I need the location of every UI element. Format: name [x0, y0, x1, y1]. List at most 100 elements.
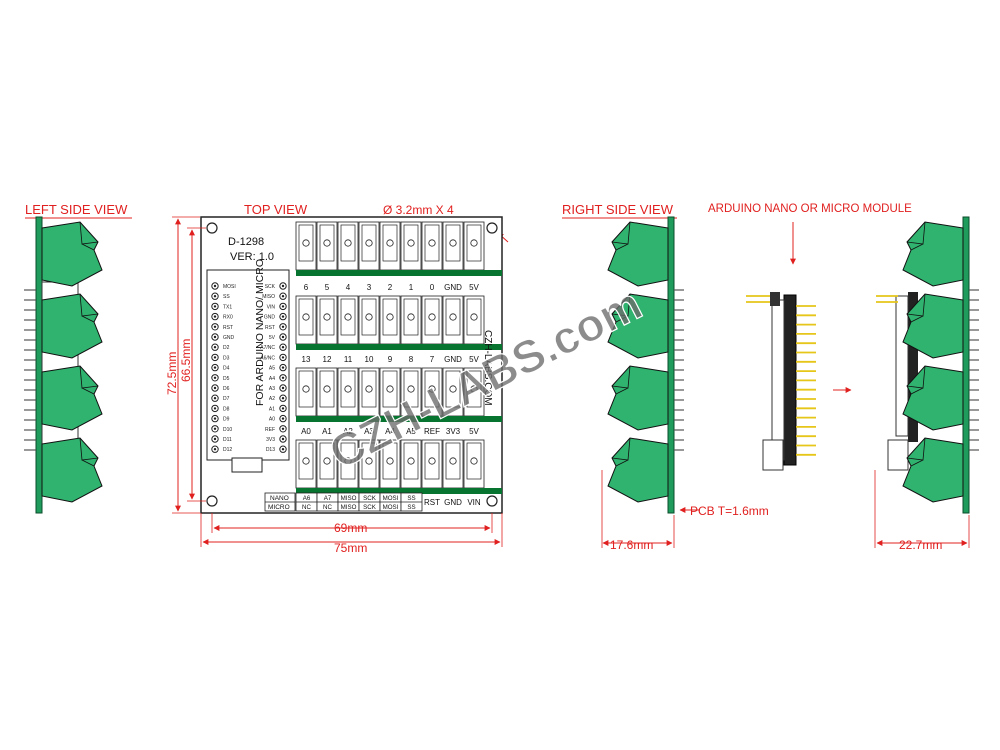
terminal-screw — [344, 457, 352, 465]
dim-width-inner: 69mm — [334, 521, 367, 535]
header-pin-center — [213, 386, 217, 390]
right-side-view: RIGHT SIDE VIEW PCB T=1.6mm 17.6mm — [562, 202, 769, 552]
header-pin-label: GND — [223, 335, 235, 341]
header-pin-center — [213, 376, 217, 379]
terminal-block-side — [41, 293, 103, 359]
module-label: FOR ARDUINO NANO/ MICRO — [254, 259, 266, 406]
terminal-label: A3 — [364, 427, 374, 436]
terminal-screw — [449, 313, 457, 321]
header-pin-center — [213, 295, 217, 298]
terminal-screw — [365, 239, 373, 247]
terminal-label: 7 — [430, 355, 435, 364]
bottom-extra-label: GND — [444, 498, 462, 507]
header-pin-center — [213, 346, 217, 349]
nano-label: NANO — [270, 495, 289, 502]
left-side-view: LEFT SIDE VIEW — [24, 202, 132, 514]
bottom-extra-label: VIN — [467, 498, 481, 507]
terminal-screw — [302, 457, 310, 465]
header-pin-center — [213, 427, 217, 430]
terminal-screw — [470, 239, 478, 247]
module-usb-side — [762, 439, 784, 471]
header-pin-center — [281, 448, 285, 451]
header-pin-label: A2 — [269, 396, 275, 402]
terminal-block-edge — [615, 387, 629, 395]
mount-hole-tr — [486, 222, 498, 234]
terminal-screw — [344, 385, 352, 393]
terminal-label: 11 — [344, 355, 353, 364]
header-pin-center — [281, 366, 285, 369]
terminal-block-edge — [81, 459, 95, 467]
terminal-screw — [302, 239, 310, 247]
header-pin-center — [213, 437, 217, 441]
terminal-block-side — [41, 365, 103, 431]
header-pin-center — [213, 335, 217, 339]
right-header-pins — [674, 289, 684, 451]
header-pin-label: D7 — [223, 396, 230, 402]
assembled-pins — [876, 289, 979, 471]
micro-pin-label: MOSI — [383, 504, 399, 511]
header-pin-center — [213, 397, 217, 400]
left-pcb-edge — [35, 216, 43, 514]
header-pin-center — [213, 356, 217, 359]
terminal-label: 13 — [302, 355, 311, 364]
header-pin-center — [213, 366, 217, 369]
micro-pin-label: NC — [323, 504, 332, 511]
top-view: TOP VIEW Ø 3.2mm X 4 D-1298 VER: 1.0 FOR… — [165, 202, 509, 555]
icsp-header — [770, 292, 780, 306]
header-pin-label: TX1 — [223, 304, 232, 310]
header-pin-center — [281, 284, 285, 288]
terminal-screw — [407, 239, 415, 247]
terminal-label: 1 — [409, 283, 414, 292]
nano-pin-label: MISO — [341, 495, 357, 502]
header-pin-label: D9 — [223, 417, 230, 423]
header-pin-center — [281, 427, 285, 430]
terminal-screw — [302, 385, 310, 393]
terminal-screw — [470, 457, 478, 465]
assembled-terminal-blocks — [902, 221, 964, 503]
terminal-label: 6 — [304, 283, 309, 292]
header-pin-label: VIN — [267, 304, 276, 310]
terminal-screw — [449, 457, 457, 465]
mount-hole-tl — [206, 222, 218, 234]
dim-right-depth: 17.6mm — [610, 538, 653, 552]
assembled-side-view: 22.7mm — [874, 216, 979, 552]
terminal-label: 5V — [469, 355, 479, 364]
header-pin-center — [213, 305, 217, 308]
terminal-screw — [428, 457, 436, 465]
terminal-screw — [386, 313, 394, 321]
assembled-module-body — [908, 292, 918, 442]
module-body-side — [783, 294, 797, 466]
header-pin-label: A1 — [269, 406, 275, 412]
dim-height-inner: 66.5mm — [179, 339, 193, 382]
header-left: MOSISSTX1RX0RSTGNDD2D3D4D5D6D7D8D9D10D11… — [211, 282, 236, 453]
header-pin-label: A5 — [269, 366, 275, 372]
hole-note: Ø 3.2mm X 4 — [383, 203, 454, 217]
terminal-block-side — [607, 293, 669, 359]
header-pin-label: RST — [265, 325, 275, 331]
terminal-strip — [296, 416, 502, 422]
usb-connector — [231, 457, 263, 473]
terminal-screw — [428, 239, 436, 247]
terminal-block-edge — [615, 315, 629, 323]
terminal-strip — [296, 270, 502, 276]
terminal-strip — [296, 344, 502, 350]
header-pin-center — [281, 346, 285, 349]
nano-pin-label: A7 — [324, 495, 332, 502]
micro-pin-label: SS — [407, 504, 415, 511]
terminal-label: 3 — [367, 283, 372, 292]
header-pin-center — [281, 407, 285, 410]
terminal-screw — [323, 313, 331, 321]
terminal-label: GND — [444, 355, 462, 364]
terminal-screw — [470, 313, 478, 321]
terminal-block-side — [607, 365, 669, 431]
terminal-screw — [302, 313, 310, 321]
header-pin-label: 3V3 — [266, 437, 275, 443]
terminal-block-edge — [81, 243, 95, 251]
terminal-screw — [344, 313, 352, 321]
terminal-block-side — [607, 221, 669, 287]
terminal-block-edge — [615, 243, 629, 251]
pcb-thickness: PCB T=1.6mm — [690, 504, 769, 518]
terminal-label: 2 — [388, 283, 393, 292]
terminal-screw — [407, 385, 415, 393]
